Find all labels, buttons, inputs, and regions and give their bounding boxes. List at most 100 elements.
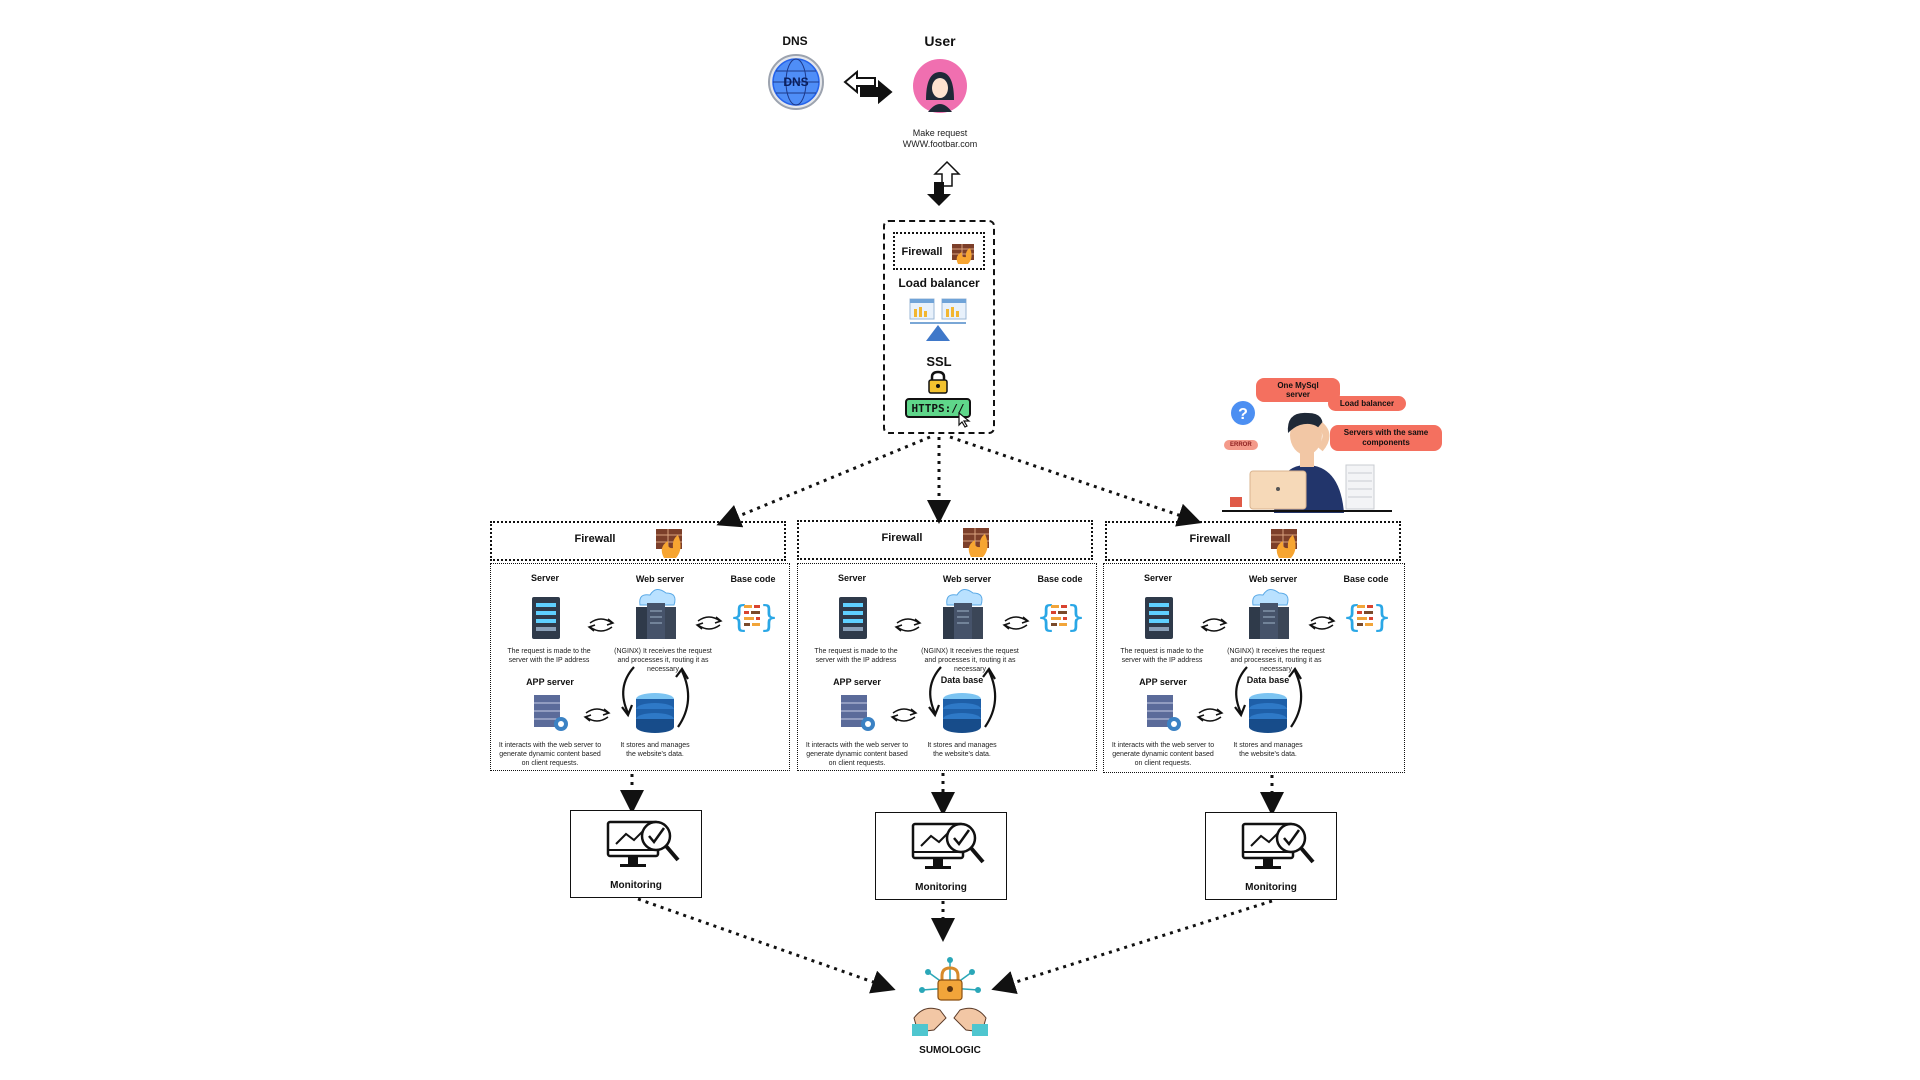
database-icon: [634, 691, 676, 735]
cycle-arrows-icon: [1225, 661, 1311, 735]
web-server-label: Web server: [1248, 574, 1298, 584]
gateway-firewall-label: Firewall: [901, 246, 943, 258]
monitoring-icon: [909, 818, 989, 874]
cluster-body-box: [490, 563, 790, 771]
base-code-icon: {}: [1037, 599, 1085, 635]
svg-text:?: ?: [1238, 406, 1248, 423]
cursor-icon: [958, 411, 972, 428]
database-icon: [941, 691, 983, 735]
gateway-firewall-box: [893, 232, 985, 270]
cycle-arrows-icon: [612, 661, 698, 735]
request-line2: WWW.footbar.com: [902, 139, 978, 149]
svg-text:}: }: [1373, 600, 1391, 635]
web-server-description: (NGINX) It receives the request and proc…: [614, 648, 712, 673]
base-code-label: Base code: [1343, 574, 1389, 584]
server-label: Server: [530, 573, 560, 583]
cluster-firewall-box: [1105, 521, 1401, 561]
ssl-label: SSL: [926, 354, 952, 369]
user-avatar-icon: [912, 58, 968, 114]
firewall-icon: [961, 522, 995, 558]
server-description: The request is made to the server with t…: [814, 648, 898, 664]
sync-arrows-icon: [1307, 613, 1337, 633]
server-rack-icon: [530, 595, 564, 641]
sync-arrows-icon: [1195, 705, 1225, 725]
web-server-label: Web server: [942, 574, 992, 584]
sumologic-label: SUMOLOGIC: [919, 1045, 981, 1056]
question-mark-icon: ?: [1230, 400, 1256, 426]
sync-arrows-icon: [889, 705, 919, 725]
server-rack-icon: [837, 595, 871, 641]
database-label: Data base: [1246, 675, 1290, 685]
cluster-firewall-box: [490, 521, 786, 561]
server-description: The request is made to the server with t…: [507, 648, 591, 664]
app-server-description: It interacts with the web server to gene…: [805, 742, 909, 767]
base-code-icon: {}: [1343, 599, 1391, 635]
app-server-label: APP server: [833, 677, 881, 687]
sync-arrows-icon: [582, 705, 612, 725]
database-description: It stores and manages the website's data…: [1233, 742, 1303, 758]
confused-developer-icon: [1216, 405, 1396, 515]
base-code-label: Base code: [1037, 574, 1083, 584]
dns-title: DNS: [782, 34, 808, 48]
monitoring-icon: [604, 816, 684, 872]
https-label: HTTPS://: [911, 402, 965, 415]
firewall-icon: [1269, 523, 1303, 559]
issue-pill-loadbalancer: Load balancer: [1328, 396, 1406, 411]
database-icon: [1247, 691, 1289, 735]
exchange-arrows-icon: [843, 69, 893, 105]
base-code-icon: {}: [730, 599, 778, 635]
database-description: It stores and manages the website's data…: [927, 742, 997, 758]
cluster-firewall-label: Firewall: [574, 533, 616, 545]
sync-arrows-icon: [1199, 615, 1229, 635]
load-balancer-label: Load balancer: [898, 276, 980, 290]
app-server-icon: [837, 693, 877, 733]
server-label: Server: [1143, 573, 1173, 583]
server-rack-icon: [1143, 595, 1177, 641]
web-server-description: (NGINX) It receives the request and proc…: [1227, 648, 1325, 673]
monitoring-icon: [1239, 818, 1319, 874]
gateway-box: [883, 220, 995, 434]
server-description: The request is made to the server with t…: [1120, 648, 1204, 664]
monitoring-label: Monitoring: [915, 882, 967, 893]
svg-text:{: {: [1343, 600, 1361, 635]
sync-arrows-icon: [586, 615, 616, 635]
user-title: User: [924, 33, 956, 49]
svg-text:}: }: [760, 600, 778, 635]
server-label: Server: [837, 573, 867, 583]
svg-text:}: }: [1067, 600, 1085, 635]
padlock-icon: [926, 370, 950, 394]
web-server-icon: [632, 587, 680, 641]
cycle-arrows-icon: [919, 661, 1005, 735]
web-server-icon: [1245, 587, 1293, 641]
https-badge: HTTPS://: [905, 398, 971, 418]
cluster-firewall-label: Firewall: [881, 532, 923, 544]
cluster-body-box: [1103, 563, 1405, 773]
user-gateway-arrows-icon: [925, 160, 961, 208]
issue-pill-servers: Servers with the same components: [1330, 425, 1442, 451]
app-server-description: It interacts with the web server to gene…: [498, 742, 602, 767]
dns-globe-icon: DNS: [768, 54, 824, 110]
base-code-label: Base code: [730, 574, 776, 584]
cluster-firewall-label: Firewall: [1189, 533, 1231, 545]
database-description: It stores and manages the website's data…: [620, 742, 690, 758]
sync-arrows-icon: [1001, 613, 1031, 633]
sync-arrows-icon: [893, 615, 923, 635]
app-server-label: APP server: [1139, 677, 1187, 687]
request-line1: Make request: [912, 128, 968, 138]
sumologic-security-icon: [908, 952, 992, 1036]
svg-text:{: {: [730, 600, 748, 635]
dns-globe-text: DNS: [783, 75, 809, 89]
web-server-label: Web server: [635, 574, 685, 584]
error-badge: ERROR: [1224, 440, 1258, 450]
issue-pill-mysql: One MySql server: [1256, 378, 1340, 402]
cluster-firewall-box: [797, 520, 1093, 560]
firewall-icon: [950, 238, 978, 266]
firewall-icon: [654, 523, 688, 559]
svg-text:{: {: [1037, 600, 1055, 635]
web-server-description: (NGINX) It receives the request and proc…: [921, 648, 1019, 673]
sync-arrows-icon: [694, 613, 724, 633]
database-label: Data base: [940, 675, 984, 685]
app-server-description: It interacts with the web server to gene…: [1111, 742, 1215, 767]
app-server-icon: [530, 693, 570, 733]
